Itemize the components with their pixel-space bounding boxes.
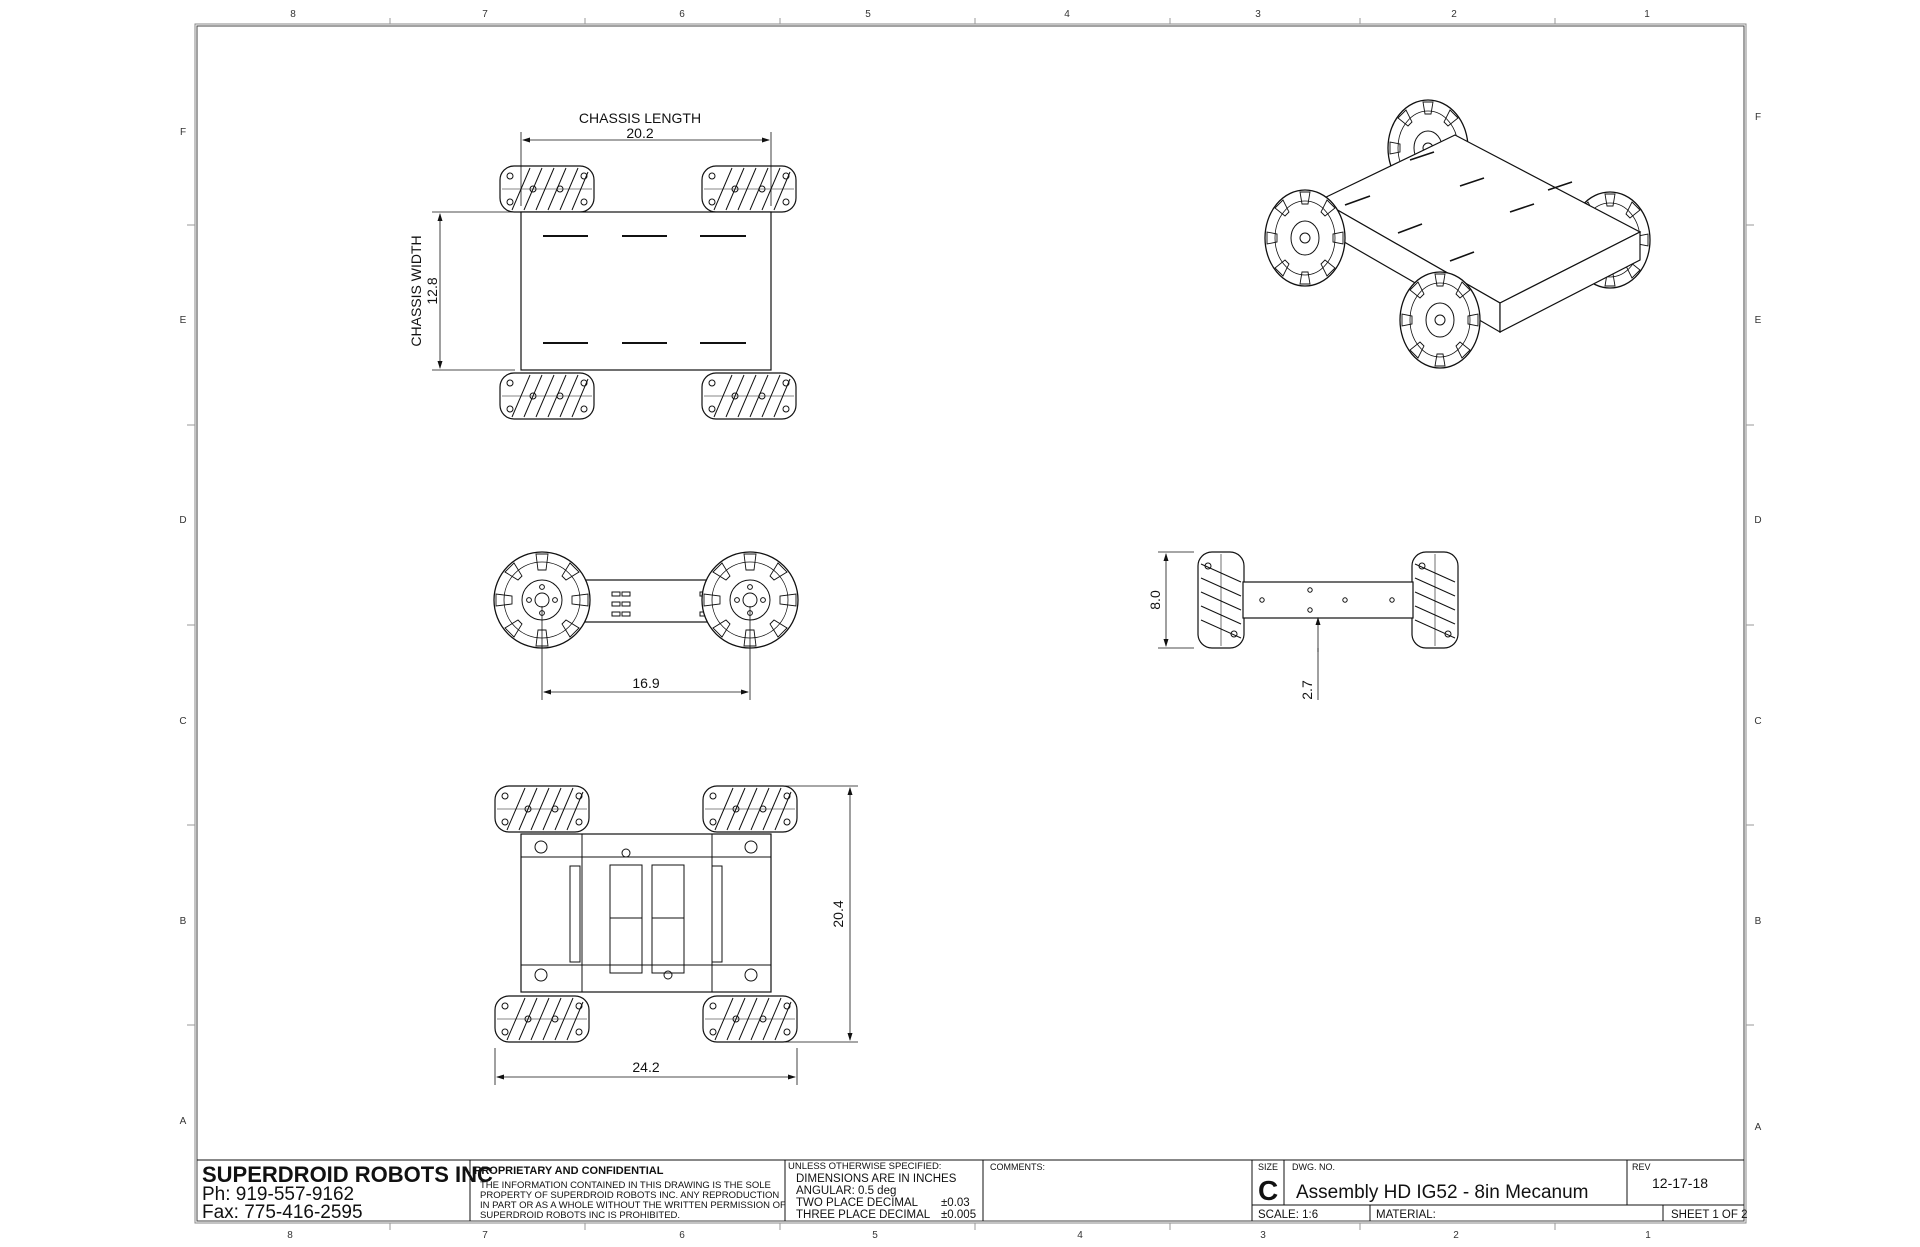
chassis-width-value: 12.8 xyxy=(424,277,440,304)
bottom-motors xyxy=(521,840,771,982)
isometric-view xyxy=(1264,99,1651,369)
zone-top-5: 5 xyxy=(865,9,871,20)
zone-bottom-3: 3 xyxy=(1260,1230,1266,1241)
company-name: SUPERDROID ROBOTS INC xyxy=(202,1162,493,1187)
zone-top-1: 1 xyxy=(1644,9,1650,20)
proprietary-line-3: IN PART OR AS A WHOLE WITHOUT THE WRITTE… xyxy=(480,1200,786,1211)
sheet-number: SHEET 1 OF 2 xyxy=(1671,1209,1747,1221)
bottom-chassis-plate xyxy=(520,833,772,993)
chassis-length-value: 20.2 xyxy=(626,125,653,141)
zone-top-6: 6 xyxy=(679,9,685,20)
three-place-tolerance: ±0.005 xyxy=(941,1209,976,1221)
front-holes xyxy=(1259,587,1395,613)
top-view: CHASSIS LENGTH 20.2 CHASSIS WIDTH 12.8 xyxy=(408,110,797,420)
two-place-label: TWO PLACE DECIMAL xyxy=(796,1197,919,1209)
overall-length-value: 20.4 xyxy=(830,900,846,927)
dimensions-note: DIMENSIONS ARE IN INCHES xyxy=(796,1173,957,1185)
proprietary-line-2: PROPERTY OF SUPERDROID ROBOTS INC. ANY R… xyxy=(480,1190,779,1201)
chassis-slots xyxy=(543,235,746,344)
zone-right-B: B xyxy=(1755,916,1762,927)
side-view: 16.9 xyxy=(493,551,799,700)
side-chassis xyxy=(584,579,716,623)
title-block: SUPERDROID ROBOTS INC Ph: 919-557-9162 F… xyxy=(197,1159,1747,1223)
zone-right-D: D xyxy=(1754,515,1761,526)
three-place-label: THREE PLACE DECIMAL xyxy=(796,1209,931,1221)
unless-specified: UNLESS OTHERWISE SPECIFIED: xyxy=(788,1161,941,1172)
zone-bottom-5: 5 xyxy=(872,1230,878,1241)
dwg-no-label: DWG. NO. xyxy=(1292,1162,1335,1172)
front-chassis xyxy=(1242,581,1414,619)
zone-bottom-4: 4 xyxy=(1077,1230,1083,1241)
rev-label: REV xyxy=(1632,1162,1651,1172)
wheel-top-rear-right xyxy=(701,372,797,420)
size-label: SIZE xyxy=(1258,1162,1278,1172)
comments-label: COMMENTS: xyxy=(990,1162,1045,1172)
ground-clearance-value: 2.7 xyxy=(1299,680,1315,700)
inner-border xyxy=(196,25,1745,1222)
front-view: 8.0 2.7 xyxy=(1147,551,1459,700)
wheel-top-rear-left xyxy=(499,372,595,420)
zone-left-D: D xyxy=(179,515,186,526)
zone-bottom-8: 8 xyxy=(287,1230,293,1241)
zone-left-E: E xyxy=(180,315,187,326)
rev-value: 12-17-18 xyxy=(1652,1175,1708,1191)
zone-ticks xyxy=(187,18,1754,1230)
outer-border xyxy=(194,23,1747,1224)
bottom-view: 20.4 24.2 xyxy=(494,785,858,1085)
company-phone: Ph: 919-557-9162 xyxy=(202,1184,354,1205)
zone-left-B: B xyxy=(180,916,187,927)
zone-left-F: F xyxy=(180,127,186,138)
zone-top-4: 4 xyxy=(1064,9,1070,20)
front-wheel-right xyxy=(1411,551,1459,649)
zone-bottom-1: 1 xyxy=(1645,1230,1651,1241)
wheelbase-value: 16.9 xyxy=(632,675,659,691)
size-value: C xyxy=(1258,1175,1278,1206)
chassis-width-label: CHASSIS WIDTH xyxy=(408,235,424,346)
height-value: 8.0 xyxy=(1147,590,1163,610)
zone-bottom-2: 2 xyxy=(1453,1230,1459,1241)
wheel-top-front-left xyxy=(499,165,595,213)
iso-wheel-back-left xyxy=(1264,189,1346,287)
scale-text: SCALE: 1:6 xyxy=(1258,1209,1318,1221)
zone-bottom-7: 7 xyxy=(482,1230,488,1241)
bottom-wheel-rear-right xyxy=(702,995,798,1043)
zone-right-F: F xyxy=(1755,112,1761,123)
bottom-wheel-rear-left xyxy=(494,995,590,1043)
overall-width-value: 24.2 xyxy=(632,1059,659,1075)
zone-right-C: C xyxy=(1754,716,1761,727)
material-label: MATERIAL: xyxy=(1376,1209,1436,1221)
zone-top-7: 7 xyxy=(482,9,488,20)
wheel-top-front-right xyxy=(701,165,797,213)
zone-top-8: 8 xyxy=(290,9,296,20)
front-wheel-left xyxy=(1197,551,1245,649)
bottom-wheel-front-right xyxy=(702,785,798,833)
zone-right-A: A xyxy=(1755,1122,1762,1133)
iso-wheel-front-left xyxy=(1399,271,1481,369)
chassis-length-label: CHASSIS LENGTH xyxy=(579,110,701,126)
zone-left-A: A xyxy=(180,1116,187,1127)
proprietary-heading: PROPRIETARY AND CONFIDENTIAL xyxy=(474,1165,664,1177)
zone-bottom-6: 6 xyxy=(679,1230,685,1241)
iso-chassis-front xyxy=(1499,231,1641,333)
zone-right-E: E xyxy=(1755,315,1762,326)
proprietary-line-1: THE INFORMATION CONTAINED IN THIS DRAWIN… xyxy=(480,1180,771,1191)
zone-top-2: 2 xyxy=(1451,9,1457,20)
iso-slots xyxy=(1344,151,1573,262)
two-place-tolerance: ±0.03 xyxy=(941,1197,970,1209)
zone-top-3: 3 xyxy=(1255,9,1261,20)
angular-tolerance: ANGULAR: 0.5 deg xyxy=(796,1185,896,1197)
proprietary-line-4: SUPERDROID ROBOTS INC IS PROHIBITED. xyxy=(480,1210,680,1221)
bottom-wheel-front-left xyxy=(494,785,590,833)
company-fax: Fax: 775-416-2595 xyxy=(202,1202,363,1223)
zone-left-C: C xyxy=(179,716,186,727)
drawing-title: Assembly HD IG52 - 8in Mecanum xyxy=(1296,1182,1589,1203)
